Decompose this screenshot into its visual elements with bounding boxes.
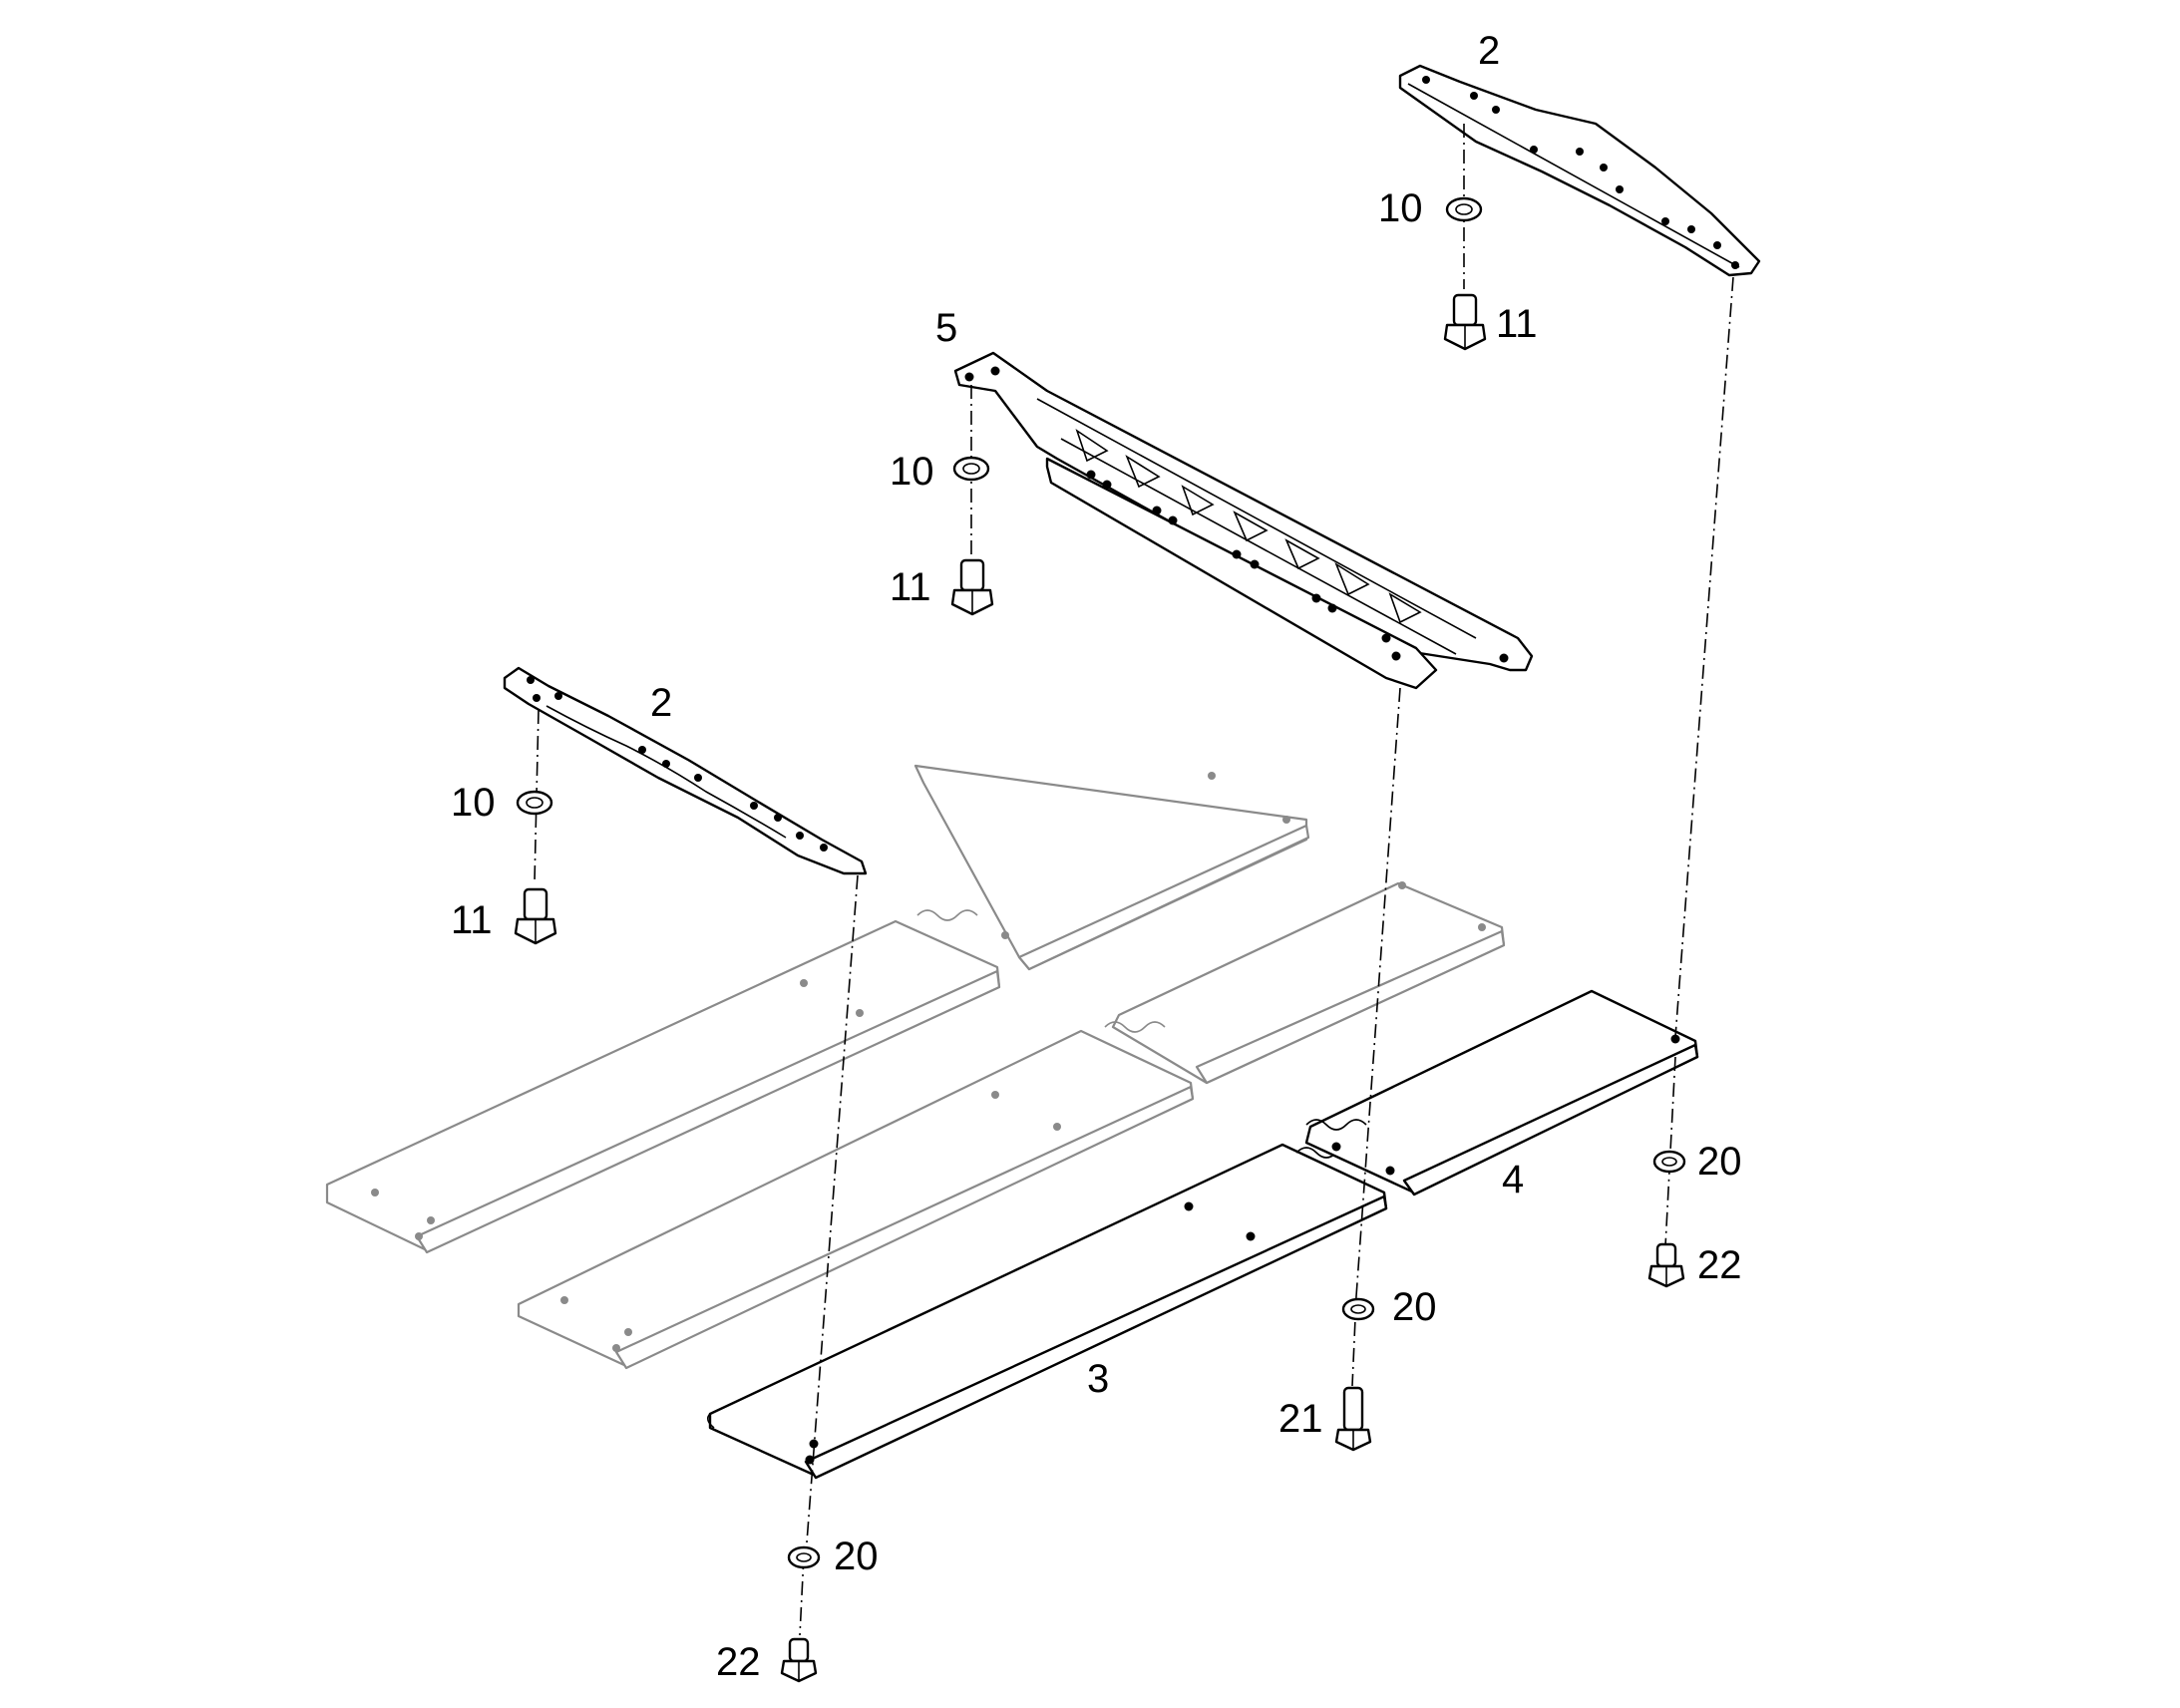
washer-20-bottom bbox=[787, 1545, 821, 1569]
triangle-cutouts bbox=[1075, 429, 1422, 624]
callout-20-bottom: 20 bbox=[834, 1535, 879, 1578]
callout-22-right: 22 bbox=[1697, 1243, 1742, 1287]
bolt-21 bbox=[1334, 1386, 1372, 1452]
callout-11-left: 11 bbox=[451, 898, 493, 942]
callout-2-top: 2 bbox=[1478, 29, 1500, 73]
washers bbox=[516, 196, 1686, 1569]
bolt-22-right bbox=[1647, 1242, 1685, 1288]
callout-10-top: 10 bbox=[1378, 186, 1423, 230]
washer-10-top bbox=[1445, 196, 1483, 222]
callout-21: 21 bbox=[1278, 1397, 1323, 1441]
part-4-plate bbox=[1304, 989, 1699, 1196]
callout-5: 5 bbox=[935, 306, 957, 350]
ghost-plates bbox=[325, 764, 1506, 1370]
ghost-plate-lower-front bbox=[517, 1029, 1195, 1370]
washer-20-right bbox=[1652, 1150, 1686, 1174]
ghost-plate-lower-back bbox=[1111, 881, 1506, 1085]
washer-10-left bbox=[516, 790, 553, 816]
part-2-rail-top bbox=[1398, 64, 1761, 277]
bolt-11-mid bbox=[950, 558, 994, 616]
callout-3: 3 bbox=[1087, 1357, 1109, 1401]
washer-10-mid bbox=[952, 456, 990, 482]
callout-20-right: 20 bbox=[1697, 1140, 1742, 1184]
callout-4: 4 bbox=[1502, 1158, 1524, 1201]
callout-11-top: 11 bbox=[1496, 302, 1538, 346]
callout-22-bottom: 22 bbox=[716, 1640, 761, 1684]
part-2-rail-left bbox=[503, 666, 868, 875]
callout-10-left: 10 bbox=[451, 781, 496, 825]
callouts: 2 10 11 5 10 11 2 10 11 20 22 4 20 21 3 … bbox=[451, 29, 1742, 1684]
bolt-22-bottom bbox=[780, 1637, 818, 1683]
callout-20-mid: 20 bbox=[1392, 1285, 1437, 1329]
callout-10-mid: 10 bbox=[890, 450, 934, 494]
callout-11-mid: 11 bbox=[890, 565, 931, 609]
bolts bbox=[514, 293, 1685, 1683]
bolt-11-top bbox=[1443, 293, 1487, 351]
washer-20-mid bbox=[1341, 1297, 1375, 1321]
bolt-11-left bbox=[514, 887, 557, 945]
ghost-plate-upper-back bbox=[913, 764, 1310, 971]
ghost-plate-upper-front bbox=[325, 919, 1001, 1254]
callout-2-left: 2 bbox=[650, 681, 672, 725]
part-5-bracket bbox=[953, 351, 1534, 690]
